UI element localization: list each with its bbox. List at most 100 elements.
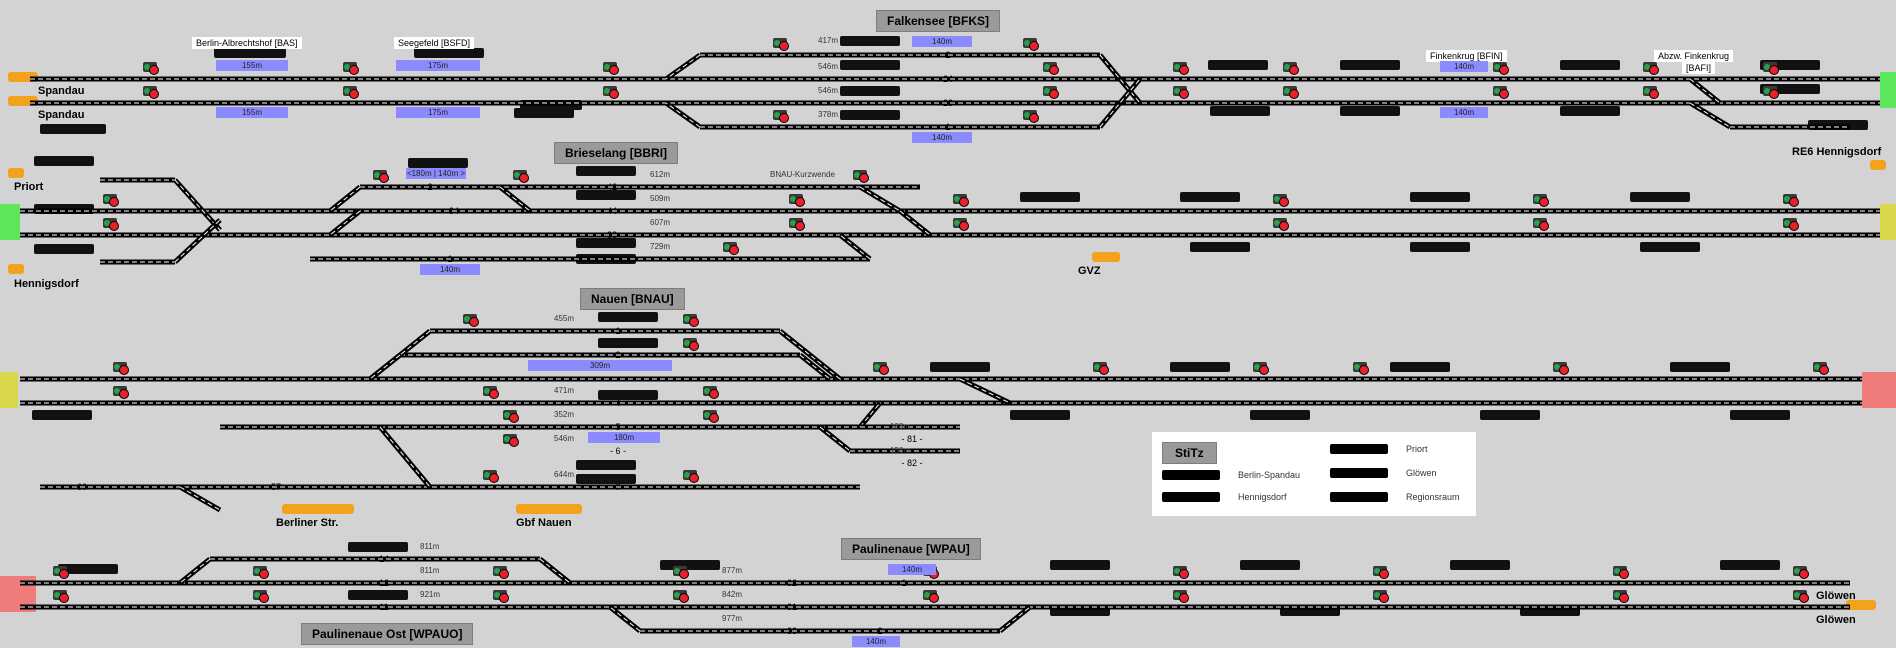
signal-main-lamp[interactable] — [689, 341, 699, 351]
train-number-field[interactable] — [840, 36, 900, 46]
train-number-field[interactable] — [214, 48, 286, 58]
signal-main-lamp[interactable] — [609, 65, 619, 75]
block-175-top[interactable]: 175m — [396, 60, 480, 71]
signal-main-lamp[interactable] — [109, 197, 119, 207]
block-155-top[interactable]: 155m — [216, 60, 288, 71]
signal-main-lamp[interactable] — [1539, 221, 1549, 231]
train-number-field[interactable] — [1410, 242, 1470, 252]
train-number-field[interactable] — [598, 312, 658, 322]
signal-main-lamp[interactable] — [1279, 197, 1289, 207]
train-number-field[interactable] — [1450, 560, 1510, 570]
train-number-field[interactable] — [576, 474, 636, 484]
signal-main-lamp[interactable] — [1539, 197, 1549, 207]
signal-main-lamp[interactable] — [1789, 221, 1799, 231]
signal-main-lamp[interactable] — [1049, 89, 1059, 99]
signal-main-lamp[interactable] — [499, 593, 509, 603]
signal-main-lamp[interactable] — [379, 173, 389, 183]
signal-main-lamp[interactable] — [859, 173, 869, 183]
signal-main-lamp[interactable] — [1029, 113, 1039, 123]
signal-main-lamp[interactable] — [709, 413, 719, 423]
block-finkenkrug-bottom[interactable]: 140m — [1440, 107, 1488, 118]
signal-main-lamp[interactable] — [795, 197, 805, 207]
signal-main-lamp[interactable] — [609, 89, 619, 99]
train-number-field[interactable] — [576, 166, 636, 176]
signal-main-lamp[interactable] — [1649, 65, 1659, 75]
train-number-field[interactable] — [1208, 60, 1268, 70]
signal-main-lamp[interactable] — [489, 473, 499, 483]
signal-main-lamp[interactable] — [779, 41, 789, 51]
signal-main-lamp[interactable] — [109, 221, 119, 231]
train-number-field[interactable] — [40, 124, 106, 134]
signal-main-lamp[interactable] — [689, 317, 699, 327]
block-nauen-309[interactable]: 309m — [528, 360, 672, 371]
signal-main-lamp[interactable] — [1559, 365, 1569, 375]
train-number-field[interactable] — [930, 362, 990, 372]
signal-main-lamp[interactable] — [1179, 89, 1189, 99]
train-number-field[interactable] — [414, 48, 484, 58]
signal-main-lamp[interactable] — [679, 569, 689, 579]
track-segment[interactable] — [178, 484, 222, 513]
signal-main-lamp[interactable] — [1819, 365, 1829, 375]
signal-main-lamp[interactable] — [149, 89, 159, 99]
signal-main-lamp[interactable] — [1649, 89, 1659, 99]
signal-main-lamp[interactable] — [259, 593, 269, 603]
train-number-field[interactable] — [34, 244, 94, 254]
train-number-field[interactable] — [840, 60, 900, 70]
train-number-field[interactable] — [408, 158, 468, 168]
block-brieselang-180[interactable]: <180m | 140m > — [406, 168, 466, 179]
train-number-field[interactable] — [1730, 410, 1790, 420]
train-number-field[interactable] — [514, 108, 574, 118]
train-number-field[interactable] — [840, 86, 900, 96]
signal-main-lamp[interactable] — [1099, 365, 1109, 375]
train-number-field[interactable] — [1560, 60, 1620, 70]
signal-main-lamp[interactable] — [149, 65, 159, 75]
train-number-field[interactable] — [1050, 560, 1110, 570]
train-number-field[interactable] — [576, 190, 636, 200]
signal-main-lamp[interactable] — [689, 473, 699, 483]
signal-main-lamp[interactable] — [1769, 89, 1779, 99]
train-number-field[interactable] — [58, 564, 118, 574]
signal-main-lamp[interactable] — [1289, 65, 1299, 75]
signal-main-lamp[interactable] — [1179, 593, 1189, 603]
signal-main-lamp[interactable] — [119, 389, 129, 399]
signal-main-lamp[interactable] — [1259, 365, 1269, 375]
train-number-field[interactable] — [1240, 560, 1300, 570]
signal-main-lamp[interactable] — [1799, 569, 1809, 579]
signal-main-lamp[interactable] — [489, 389, 499, 399]
signal-main-lamp[interactable] — [709, 389, 719, 399]
train-number-field[interactable] — [1410, 192, 1470, 202]
train-number-field[interactable] — [1340, 106, 1400, 116]
signal-main-lamp[interactable] — [1379, 593, 1389, 603]
block-finkenkrug-top[interactable]: 140m — [1440, 61, 1488, 72]
signal-main-lamp[interactable] — [509, 437, 519, 447]
train-number-field[interactable] — [1180, 192, 1240, 202]
train-number-field[interactable] — [576, 238, 636, 248]
signal-main-lamp[interactable] — [1379, 569, 1389, 579]
signal-main-lamp[interactable] — [1289, 89, 1299, 99]
train-number-field[interactable] — [348, 590, 408, 600]
train-number-field[interactable] — [1170, 362, 1230, 372]
signal-main-lamp[interactable] — [349, 89, 359, 99]
block-nauen-180[interactable]: 180m — [588, 432, 660, 443]
signal-main-lamp[interactable] — [795, 221, 805, 231]
train-number-field[interactable] — [1340, 60, 1400, 70]
train-number-field[interactable] — [1640, 242, 1700, 252]
train-number-field[interactable] — [1390, 362, 1450, 372]
train-number-field[interactable] — [34, 156, 94, 166]
signal-main-lamp[interactable] — [1179, 65, 1189, 75]
block-175-bottom[interactable]: 175m — [396, 107, 480, 118]
signal-main-lamp[interactable] — [879, 365, 889, 375]
signal-main-lamp[interactable] — [729, 245, 739, 255]
block-brieselang-140[interactable]: 140m — [420, 264, 480, 275]
signal-main-lamp[interactable] — [119, 365, 129, 375]
signal-main-lamp[interactable] — [1619, 569, 1629, 579]
train-number-field[interactable] — [598, 338, 658, 348]
signal-main-lamp[interactable] — [959, 221, 969, 231]
train-number-field[interactable] — [598, 390, 658, 400]
signal-main-lamp[interactable] — [509, 413, 519, 423]
train-number-field[interactable] — [576, 460, 636, 470]
block-155-bottom[interactable]: 155m — [216, 107, 288, 118]
block-falkensee-bottom[interactable]: 140m — [912, 132, 972, 143]
signal-main-lamp[interactable] — [959, 197, 969, 207]
train-number-field[interactable] — [1010, 410, 1070, 420]
